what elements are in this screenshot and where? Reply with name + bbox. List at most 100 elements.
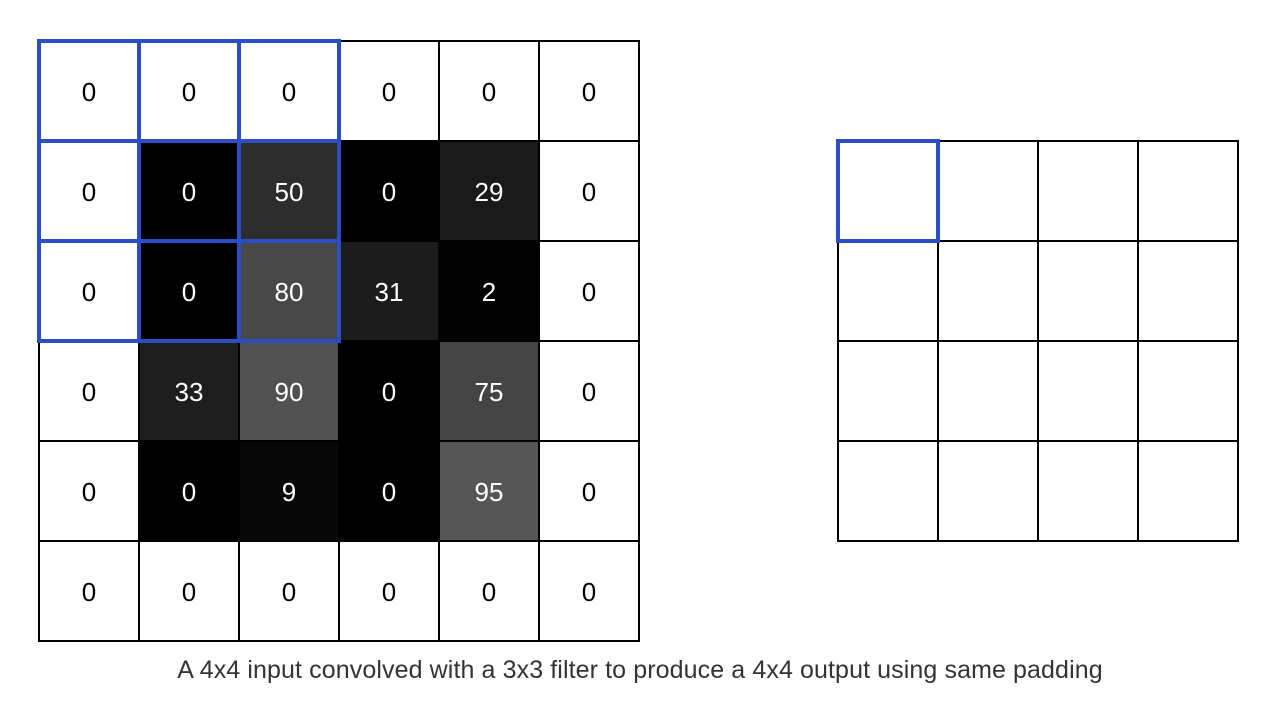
caption: A 4x4 input convolved with a 3x3 filter … bbox=[177, 656, 1103, 684]
output-cell bbox=[1037, 240, 1139, 342]
output-cell bbox=[937, 340, 1039, 442]
input-cell: 0 bbox=[138, 240, 240, 342]
input-cell: 0 bbox=[238, 40, 340, 142]
input-cell: 90 bbox=[238, 340, 340, 442]
output-cell bbox=[837, 240, 939, 342]
output-cell bbox=[837, 440, 939, 542]
input-cell-bg bbox=[538, 40, 640, 142]
input-cell: 0 bbox=[38, 140, 140, 242]
output-cell bbox=[937, 240, 1039, 342]
input-cell: 0 bbox=[538, 240, 640, 342]
input-cell-bg bbox=[38, 540, 140, 642]
input-cell-bg bbox=[338, 240, 440, 342]
input-cell-bg bbox=[38, 40, 140, 142]
input-cell-bg bbox=[438, 240, 540, 342]
input-cell-bg bbox=[338, 540, 440, 642]
input-cell-value: 0 bbox=[182, 477, 196, 507]
input-cell: 2 bbox=[438, 240, 540, 342]
input-cell: 0 bbox=[38, 340, 140, 442]
input-cell: 0 bbox=[38, 540, 140, 642]
input-cell: 0 bbox=[438, 40, 540, 142]
output-cell bbox=[837, 140, 939, 242]
input-cell: 0 bbox=[538, 140, 640, 242]
input-cell-value: 0 bbox=[182, 177, 196, 207]
input-cell: 50 bbox=[238, 140, 340, 242]
input-cell: 80 bbox=[238, 240, 340, 342]
input-cell: 0 bbox=[138, 140, 240, 242]
output-grid bbox=[837, 140, 1239, 542]
input-cell: 0 bbox=[138, 540, 240, 642]
output-cell-highlight bbox=[836, 139, 940, 243]
input-cell-value: 0 bbox=[282, 577, 296, 607]
input-cell-value: 0 bbox=[382, 177, 396, 207]
input-cell-bg bbox=[38, 140, 140, 242]
input-cell-value: 0 bbox=[482, 577, 496, 607]
input-cell-value: 0 bbox=[182, 77, 196, 107]
input-cell-value: 0 bbox=[82, 177, 96, 207]
output-cell bbox=[1137, 240, 1239, 342]
input-cell-value: 50 bbox=[275, 177, 304, 207]
input-cell-value: 0 bbox=[582, 77, 596, 107]
output-cell-highlight-box bbox=[836, 139, 940, 243]
input-cell-bg bbox=[238, 340, 340, 442]
input-cell-value: 31 bbox=[375, 277, 404, 307]
input-cell-bg bbox=[238, 240, 340, 342]
input-cell: 0 bbox=[538, 440, 640, 542]
input-cell-value: 90 bbox=[275, 377, 304, 407]
input-cell-value: 0 bbox=[582, 377, 596, 407]
input-cell: 0 bbox=[538, 340, 640, 442]
input-cell-value: 0 bbox=[182, 577, 196, 607]
input-cell-bg bbox=[338, 340, 440, 442]
output-cell bbox=[837, 340, 939, 442]
input-cell-value: 0 bbox=[582, 477, 596, 507]
input-cell: 75 bbox=[438, 340, 540, 442]
input-cell-bg bbox=[38, 240, 140, 342]
input-cell: 0 bbox=[538, 40, 640, 142]
input-cell: 0 bbox=[38, 240, 140, 342]
input-cell-value: 95 bbox=[475, 477, 504, 507]
input-cell: 0 bbox=[38, 440, 140, 542]
input-cell-bg bbox=[138, 440, 240, 542]
input-cell-value: 2 bbox=[482, 277, 496, 307]
input-cell: 33 bbox=[138, 340, 240, 442]
input-cell: 0 bbox=[438, 540, 540, 642]
output-cell bbox=[1037, 440, 1139, 542]
input-cell: 0 bbox=[338, 340, 440, 442]
input-cell-bg bbox=[438, 440, 540, 542]
input-cell-value: 0 bbox=[82, 77, 96, 107]
input-cell: 0 bbox=[338, 40, 440, 142]
input-cell-value: 29 bbox=[475, 177, 504, 207]
input-cell-value: 0 bbox=[82, 577, 96, 607]
output-cell bbox=[1037, 340, 1139, 442]
output-cell bbox=[1137, 140, 1239, 242]
input-cell: 9 bbox=[238, 440, 340, 542]
input-cell-value: 0 bbox=[82, 277, 96, 307]
input-cell-bg bbox=[538, 140, 640, 242]
input-cell-bg bbox=[338, 140, 440, 242]
output-cell bbox=[1137, 440, 1239, 542]
input-cell-value: 9 bbox=[282, 477, 296, 507]
input-cell: 0 bbox=[138, 440, 240, 542]
input-cell-bg bbox=[438, 40, 540, 142]
input-cell-bg bbox=[238, 40, 340, 142]
input-cell-value: 0 bbox=[382, 377, 396, 407]
input-cell-value: 0 bbox=[182, 277, 196, 307]
output-cell bbox=[1137, 340, 1239, 442]
input-cell-bg bbox=[238, 440, 340, 542]
output-cell bbox=[937, 440, 1039, 542]
input-cell-bg bbox=[138, 540, 240, 642]
input-cell: 29 bbox=[438, 140, 540, 242]
input-cell-value: 0 bbox=[582, 577, 596, 607]
input-cell-value: 0 bbox=[582, 177, 596, 207]
input-cell: 0 bbox=[38, 40, 140, 142]
input-cell-value: 0 bbox=[82, 377, 96, 407]
output-cell bbox=[1037, 140, 1139, 242]
input-cell: 0 bbox=[338, 440, 440, 542]
input-cell-value: 0 bbox=[482, 77, 496, 107]
input-cell-bg bbox=[38, 340, 140, 442]
output-cell bbox=[937, 140, 1039, 242]
input-cell: 0 bbox=[138, 40, 240, 142]
input-cell: 0 bbox=[238, 540, 340, 642]
